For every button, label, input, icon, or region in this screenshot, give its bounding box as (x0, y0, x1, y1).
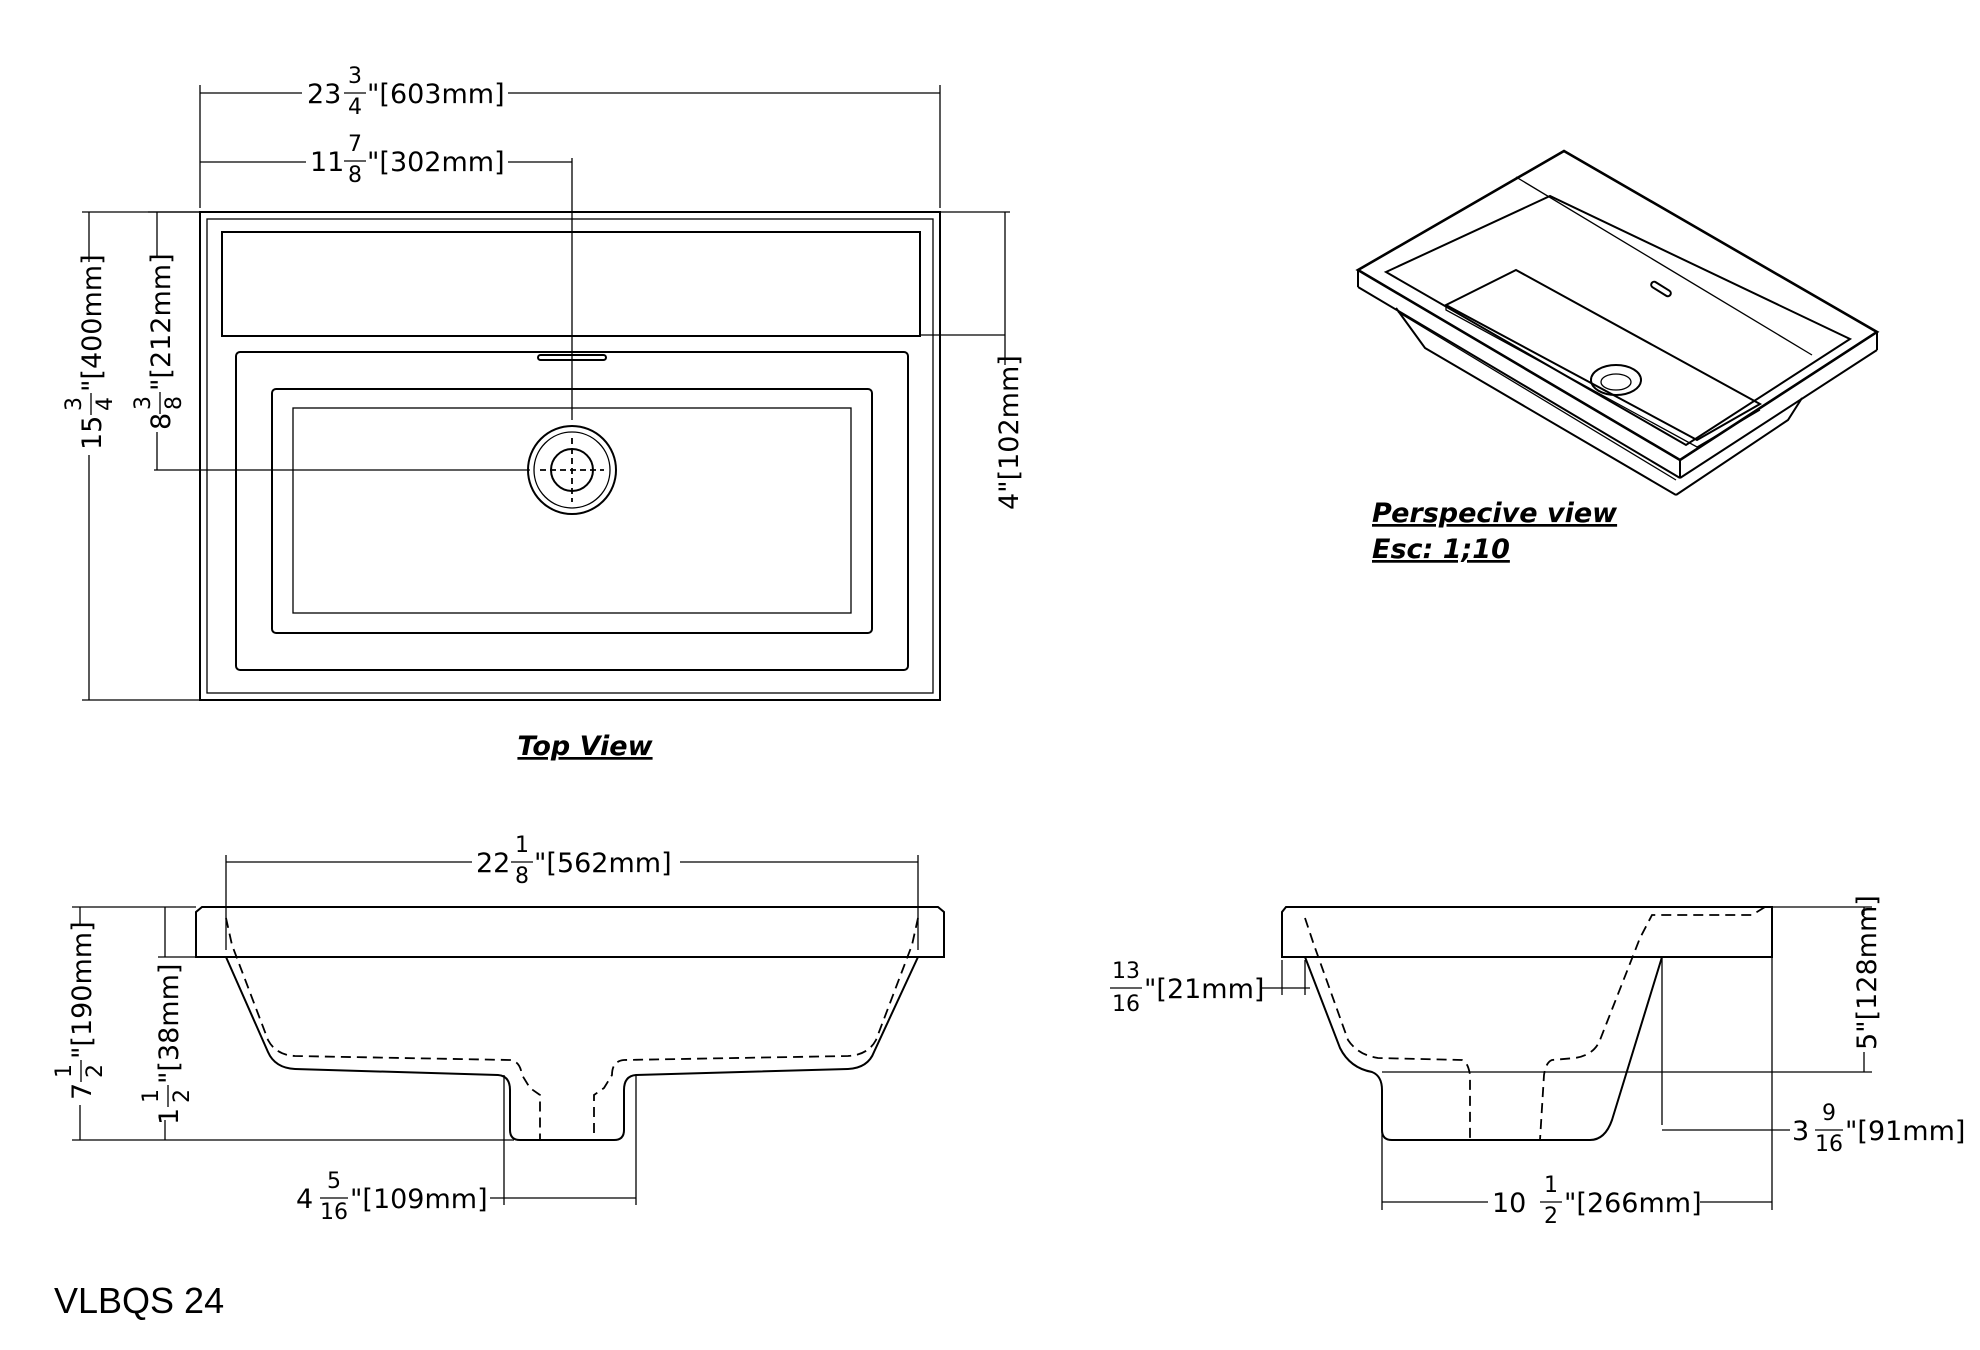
svg-text:7: 7 (348, 132, 362, 157)
dim-text: 23 (307, 79, 341, 110)
svg-text:"[109mm]: "[109mm] (350, 1184, 488, 1215)
perspective-view (1355, 149, 1880, 496)
svg-text:3: 3 (131, 396, 156, 410)
svg-text:2: 2 (83, 1064, 108, 1078)
dim-side-width: 10 1 2 "[266mm] (1381, 1090, 1772, 1229)
dim-rim-thickness: 13 16 "[21mm] (1110, 959, 1310, 1017)
svg-text:7: 7 (67, 1083, 98, 1100)
svg-text:11: 11 (310, 147, 344, 178)
svg-text:4: 4 (348, 95, 362, 120)
svg-text:1: 1 (154, 1108, 185, 1125)
svg-text:10: 10 (1492, 1188, 1526, 1219)
svg-text:"[302mm]: "[302mm] (367, 147, 505, 178)
svg-text:1: 1 (515, 833, 529, 858)
dim-side-height: 5"[128mm] (1590, 895, 1883, 1073)
svg-text:"[603mm]: "[603mm] (367, 79, 505, 110)
svg-text:3: 3 (62, 397, 87, 411)
perspective-caption: Perspecive view (1372, 498, 1618, 529)
svg-text:22: 22 (476, 848, 510, 879)
svg-text:3: 3 (1792, 1116, 1809, 1147)
svg-text:16: 16 (1112, 992, 1140, 1017)
svg-text:2: 2 (1544, 1204, 1558, 1229)
svg-text:16: 16 (320, 1200, 348, 1225)
scale-caption: Esc: 1;10 (1372, 534, 1510, 565)
svg-text:"[400mm]: "[400mm] (77, 254, 108, 392)
svg-text:3: 3 (348, 64, 362, 89)
svg-text:"[266mm]: "[266mm] (1564, 1188, 1702, 1219)
svg-text:1: 1 (139, 1089, 164, 1103)
svg-text:"[21mm]: "[21mm] (1144, 974, 1264, 1005)
svg-text:1: 1 (1544, 1173, 1558, 1198)
svg-text:"[562mm]: "[562mm] (534, 848, 672, 879)
svg-text:2: 2 (170, 1089, 195, 1103)
svg-text:8: 8 (162, 396, 187, 410)
svg-text:5"[128mm]: 5"[128mm] (1852, 895, 1883, 1050)
dim-drain-depth: 8 3 8 "[212mm] (131, 211, 200, 470)
dim-drain-offset: 11 7 8 "[302mm] (200, 132, 572, 188)
dim-drain-width: 4 5 16 "[109mm] (296, 1075, 637, 1225)
svg-text:4"[102mm]: 4"[102mm] (994, 355, 1025, 510)
dim-inner-width: 22 1 8 "[562mm] (225, 833, 919, 950)
dim-rim-height: 1 1 2 "[38mm] (139, 907, 196, 1140)
svg-text:4: 4 (296, 1184, 313, 1215)
dim-overall-width: 23 3 4 "[603mm] (199, 64, 941, 208)
svg-text:15: 15 (77, 416, 108, 450)
top-view-caption: Top View (517, 731, 653, 762)
svg-text:9: 9 (1822, 1101, 1836, 1126)
top-view (154, 158, 1005, 701)
svg-text:16: 16 (1815, 1132, 1843, 1157)
dim-total-height: 7 1 2 "[190mm] (52, 906, 514, 1141)
front-section (195, 906, 945, 1141)
svg-text:8: 8 (515, 864, 529, 889)
side-section (1281, 906, 1773, 1141)
dim-deck-depth: 4"[102mm] (940, 211, 1025, 510)
dim-overall-depth: 15 3 4 "[400mm] (62, 211, 200, 701)
svg-text:5: 5 (327, 1169, 341, 1194)
svg-text:13: 13 (1112, 959, 1140, 984)
dim-side-offset: 3 9 16 "[91mm] (1662, 957, 1965, 1210)
svg-text:8: 8 (348, 163, 362, 188)
svg-text:"[190mm]: "[190mm] (67, 921, 98, 1059)
drain-icon (527, 425, 617, 515)
svg-text:"[212mm]: "[212mm] (146, 253, 177, 391)
svg-text:8: 8 (146, 413, 177, 430)
model-label: VLBQS 24 (54, 1280, 224, 1321)
svg-text:1: 1 (52, 1064, 77, 1078)
svg-text:"[91mm]: "[91mm] (1845, 1116, 1965, 1147)
svg-text:4: 4 (93, 397, 118, 411)
svg-text:"[38mm]: "[38mm] (154, 964, 185, 1084)
